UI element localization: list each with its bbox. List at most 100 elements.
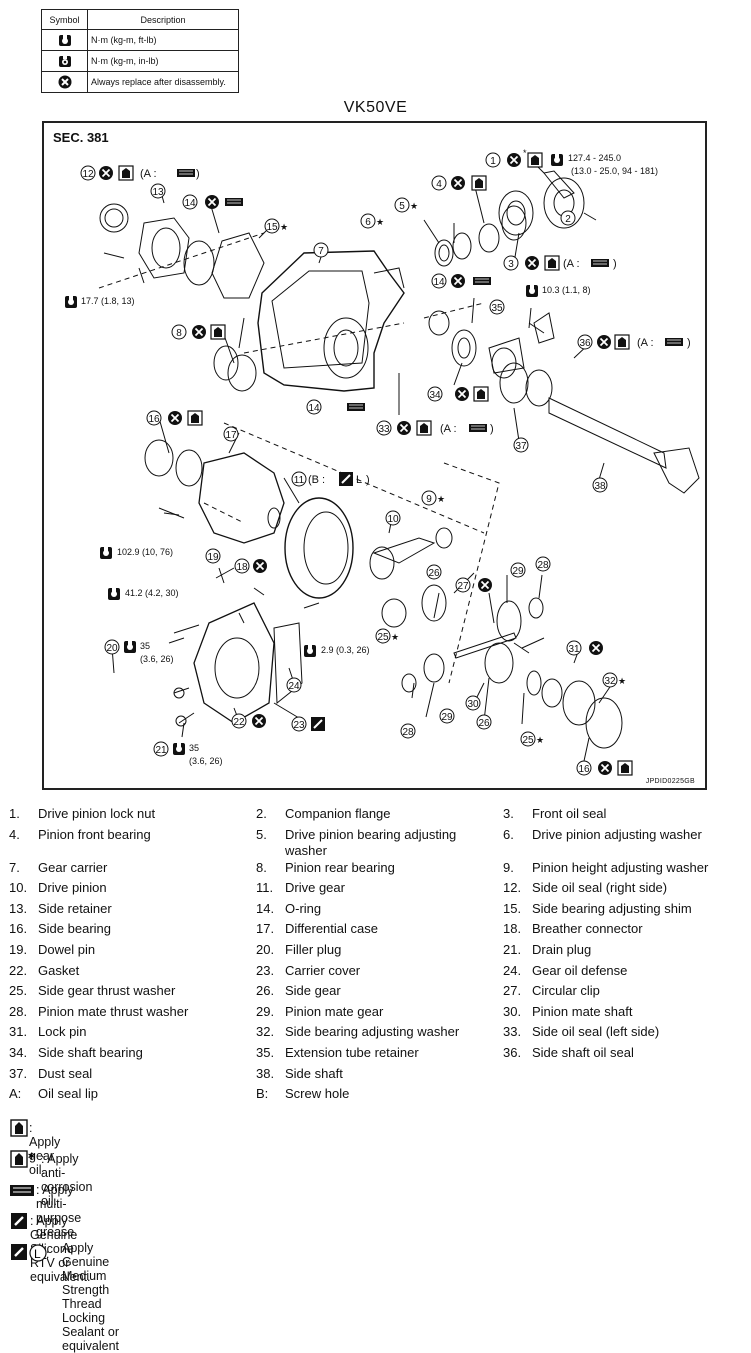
note-anti-corrosion-text: : Apply anti-corrosion oil. [41, 1152, 93, 1208]
mark-a-3: (A : [563, 258, 580, 270]
svg-text:25: 25 [522, 735, 534, 746]
section-label: SEC. 381 [53, 130, 109, 145]
parts-illustration: 1 2 3 4 5 6 7 8 9 10 11 12 13 14 14 14 1… [65, 148, 700, 776]
legend-number: 14. [256, 900, 275, 916]
svg-text:25: 25 [377, 632, 389, 643]
callout-29-top: 29 [510, 562, 526, 578]
legend-number: 13. [9, 900, 28, 916]
legend-number: 22. [9, 962, 28, 978]
torque-20-line1: 35 [140, 641, 151, 651]
legend-text: Drive gear [285, 880, 345, 896]
callout-37: 37 [513, 437, 529, 453]
callout-29-bottom: 29 [439, 708, 455, 724]
svg-text:23: 23 [293, 720, 305, 731]
torque-24: 2.9 (0.3, 26) [321, 645, 370, 655]
legend-number: 26. [256, 983, 275, 999]
legend-text: Dowel pin [38, 941, 96, 957]
legend-text: Side gear thrust washer [38, 983, 176, 999]
legend-text: Side bearing adjusting washer [285, 1024, 460, 1040]
callout-16-top: 16 [146, 410, 162, 426]
torque-13: 17.7 (1.8, 13) [81, 296, 135, 306]
legend-text: Circular clip [532, 983, 600, 999]
callout-15: 15 [264, 218, 280, 234]
callout-5: 5 [394, 197, 410, 213]
legend-number: 9. [503, 859, 514, 875]
legend-text: Side gear [285, 983, 341, 999]
callout-1: 1 [485, 152, 501, 168]
legend-number: 21. [503, 941, 522, 957]
symbol-desc-in-lb: N·m (kg-m, in-lb) [87, 50, 239, 72]
legend-number: 8. [256, 859, 267, 875]
torque-ft-lb-icon [58, 33, 71, 46]
legend-text: Pinion mate thrust washer [38, 1003, 189, 1019]
thread-locking-icon: L: [11, 1244, 49, 1262]
gear-oil-icon [10, 1119, 28, 1137]
svg-text:26: 26 [478, 718, 490, 729]
svg-text:11: 11 [294, 475, 305, 486]
callout-7: 7 [313, 242, 329, 258]
legend-number: 4. [9, 826, 20, 842]
legend-text: Drive pinion [38, 880, 107, 896]
callout-31: 31 [566, 640, 582, 656]
legend-number: 20. [256, 941, 275, 957]
model-title: VK50VE [343, 99, 408, 116]
legend-number: 27. [503, 983, 522, 999]
torque-1-line1: 127.4 - 245.0 [568, 153, 622, 163]
legend-number: 38. [256, 1065, 275, 1081]
callout-24: 24 [286, 677, 302, 693]
callout-4: 4 [431, 175, 447, 191]
symbol-desc-replace: Always replace after disassembly. [87, 71, 239, 93]
legend-text: Screw hole [285, 1086, 350, 1102]
mark-close-36: ) [687, 337, 691, 349]
star-32: ★ [618, 677, 626, 687]
legend-text: Pinion mate shaft [532, 1003, 633, 1019]
legend-text: Side oil seal (left side) [532, 1024, 660, 1040]
symbol-desc-ft-lb: N·m (kg-m, ft-lb) [87, 29, 239, 51]
svg-text:36: 36 [579, 338, 591, 349]
legend-text: Side bearing adjusting shim [532, 900, 692, 916]
legend-number: 19. [9, 941, 28, 957]
legend-number: B: [256, 1086, 269, 1102]
svg-text:14: 14 [308, 403, 320, 414]
callout-17: 17 [223, 426, 239, 442]
legend-number: 3. [503, 806, 514, 821]
svg-text:27: 27 [457, 581, 469, 592]
svg-text:10: 10 [387, 514, 399, 525]
callout-26-top: 26 [426, 564, 442, 580]
mark-close-33: ) [490, 423, 494, 435]
svg-text:37: 37 [515, 441, 527, 452]
legend-number: 17. [256, 921, 275, 937]
legend-number: 5. [256, 826, 267, 842]
callout-36: 36 [577, 334, 593, 350]
callout-6: 6 [360, 213, 376, 229]
note-gear-oil-text: : Apply gear oil. [29, 1121, 61, 1177]
callout-38: 38 [592, 477, 608, 493]
legend-text: Dust seal [38, 1065, 93, 1081]
torque-21-line1: 35 [189, 743, 200, 753]
legend-number: 31. [9, 1024, 28, 1040]
legend-number: 25. [9, 983, 28, 999]
callout-9: 9 [421, 490, 437, 506]
svg-text:14: 14 [184, 198, 196, 209]
legend-text: O-ring [285, 900, 322, 916]
legend-row: 25. Side gear thrust washer 26. Side gear 27… [9, 983, 739, 1004]
legend-number: 10. [9, 880, 28, 896]
svg-text:16: 16 [578, 764, 590, 775]
legend-number: 35. [256, 1044, 275, 1060]
svg-text:38: 38 [594, 481, 606, 492]
legend-number: 6. [503, 826, 514, 842]
callout-2: 2 [560, 210, 576, 226]
legend-number: 37. [9, 1065, 28, 1081]
star-15: ★ [280, 223, 288, 233]
torque-21-line2: (3.6, 26) [189, 756, 223, 766]
legend-number: 1. [9, 806, 20, 821]
legend-number: 30. [503, 1003, 522, 1019]
note-grease-text: : Apply multi-purpose grease. [36, 1183, 82, 1239]
